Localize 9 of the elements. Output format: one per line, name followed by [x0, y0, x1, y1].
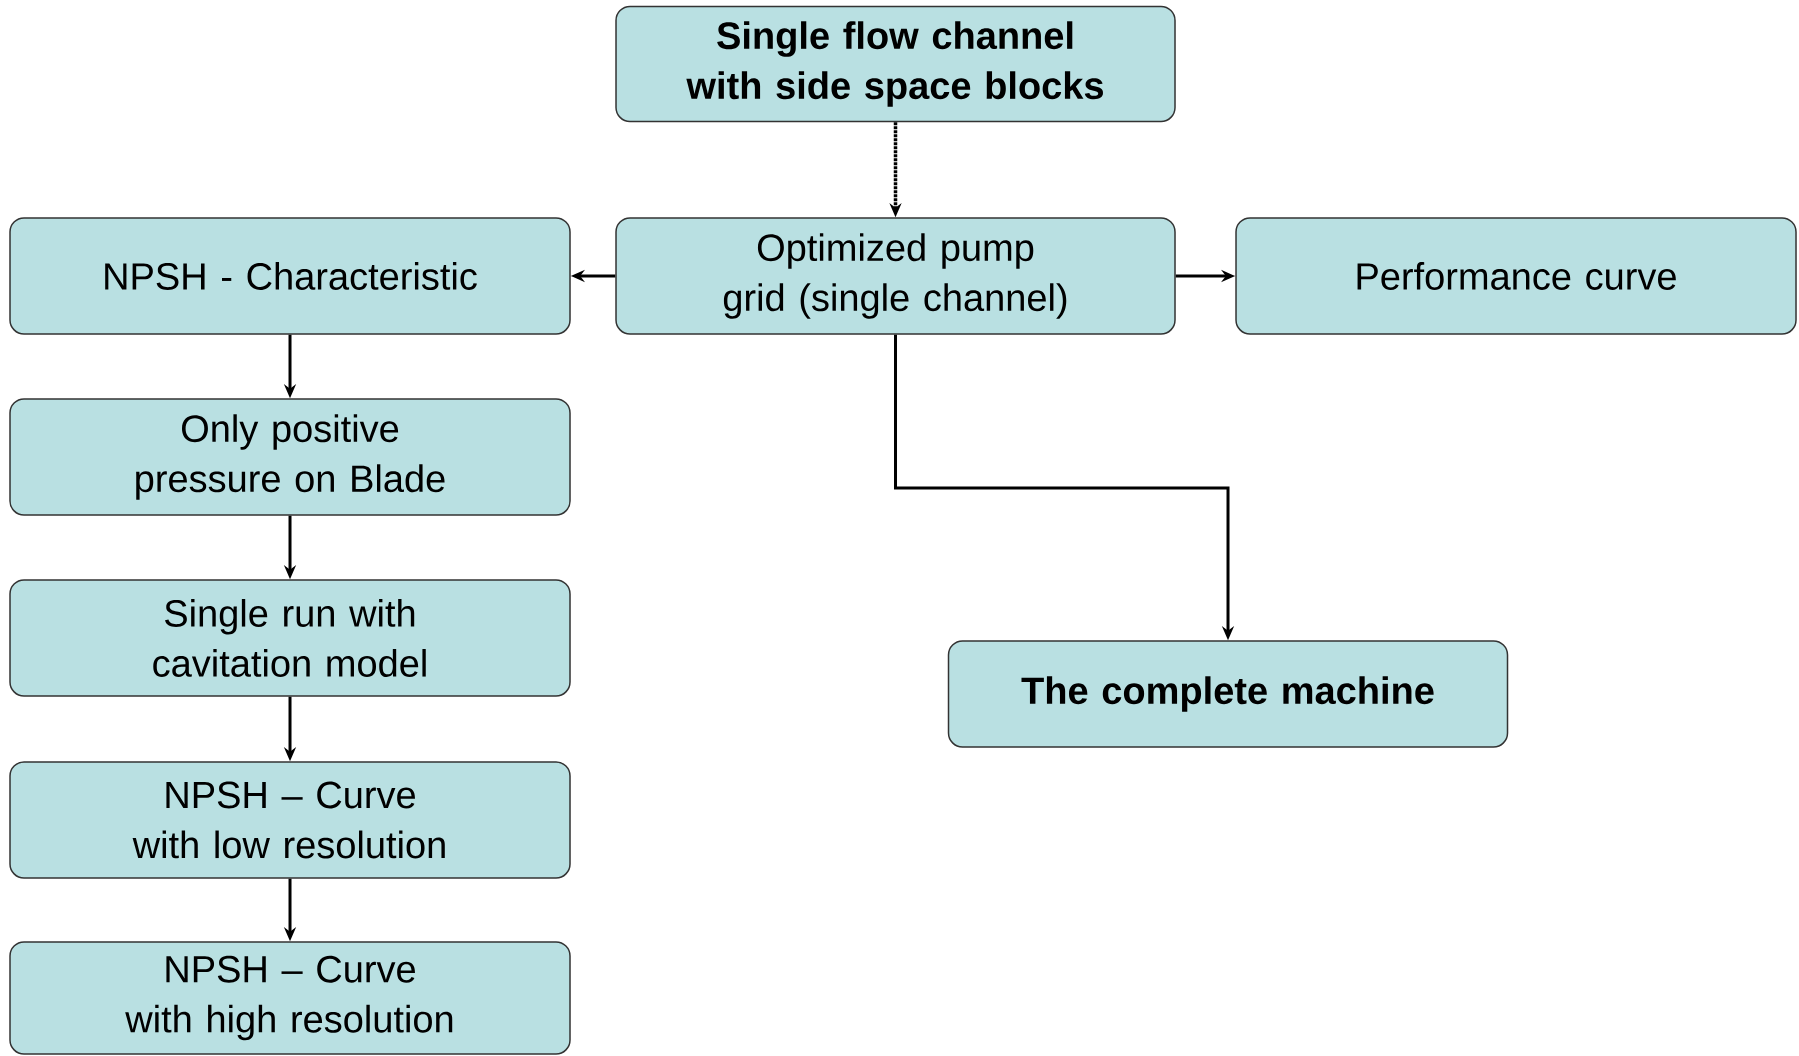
- process-box: NPSH - Characteristic: [9, 217, 571, 335]
- process-box: NPSH – Curve with high resolution: [9, 941, 571, 1055]
- process-box: Optimized pump grid (single channel): [615, 217, 1176, 335]
- process-box: The complete machine: [947, 640, 1509, 748]
- process-box: Single run with cavitation model: [9, 579, 571, 697]
- process-box: Performance curve: [1235, 217, 1797, 335]
- process-box: Only positive pressure on Blade: [9, 398, 571, 516]
- process-box: NPSH – Curve with low resolution: [9, 761, 571, 879]
- process-box: Single flow channel with side space blocks: [615, 5, 1176, 123]
